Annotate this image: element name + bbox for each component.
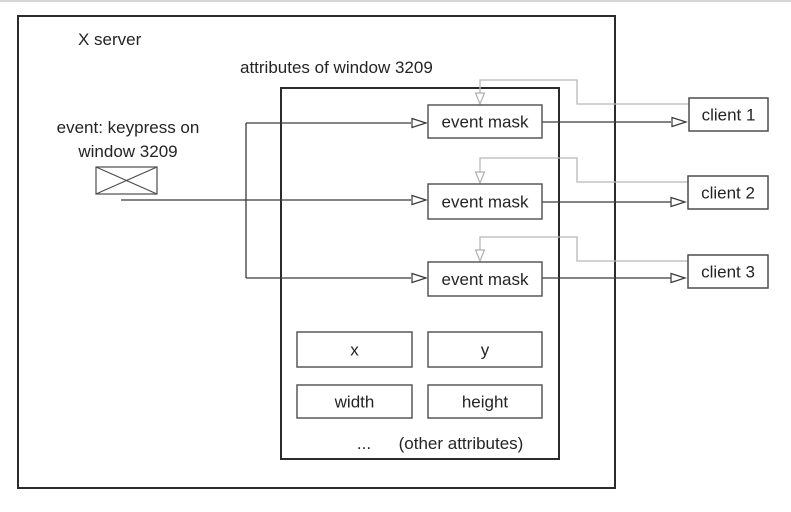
event-mask-box-1	[427, 104, 543, 139]
event-mask-label-3: event mask	[442, 270, 529, 289]
client-label-1: client 1	[702, 106, 756, 125]
client3-mask-set-line	[479, 236, 688, 262]
other-attributes-label: (other attributes)	[399, 434, 524, 453]
client-3: client 3	[687, 254, 769, 289]
client-1: client 1	[688, 97, 769, 132]
attributes-panel-title: attributes of window 3209	[240, 58, 433, 77]
arrowhead-into-mask-3	[411, 272, 428, 284]
client-mask-set-lines	[474, 79, 689, 263]
attr-box-height	[427, 384, 543, 419]
attr-box-y	[427, 331, 543, 368]
gray-arrowhead-mask-2	[474, 171, 486, 185]
mask-to-client-lines	[542, 116, 688, 284]
client-box-2	[687, 175, 769, 210]
client-label-2: client 2	[701, 184, 755, 203]
arrowhead-into-client-1	[671, 116, 688, 128]
attr-box-x	[296, 331, 413, 368]
arrowhead-into-mask-2	[411, 194, 428, 206]
attr-field-height: height	[427, 384, 543, 419]
client-2: client 2	[687, 175, 769, 210]
gray-arrowhead-mask-3	[474, 249, 486, 263]
attr-label-width: width	[334, 393, 375, 412]
event-mask-3: event mask	[427, 261, 543, 297]
event-label-line2: window 3209	[77, 142, 177, 161]
event-mask-1: event mask	[427, 104, 543, 139]
arrowhead-into-client-2	[670, 196, 687, 208]
client2-mask-set-line	[479, 157, 688, 183]
ellipsis-label: ...	[357, 434, 371, 453]
event-mask-box-3	[427, 261, 543, 297]
event-mask-2: event mask	[427, 183, 543, 220]
attr-field-y: y	[427, 331, 543, 368]
x-server-label: X server	[78, 30, 142, 49]
client-box-3	[687, 254, 769, 289]
arrowhead-into-mask-1	[411, 117, 428, 129]
event-mask-box-2	[427, 183, 543, 220]
event-flow-lines	[121, 117, 428, 284]
attr-field-width: width	[296, 384, 413, 419]
client-label-3: client 3	[701, 263, 755, 282]
arrowhead-into-client-3	[670, 272, 687, 284]
envelope-icon	[95, 166, 158, 195]
attr-label-y: y	[481, 341, 490, 360]
attr-box-width	[296, 384, 413, 419]
attr-field-x: x	[296, 331, 413, 368]
gray-arrowhead-mask-1	[474, 92, 486, 106]
event-mask-label-2: event mask	[442, 193, 529, 212]
client1-mask-set-line	[479, 79, 689, 105]
event-mask-label-1: event mask	[442, 113, 529, 132]
event-label-line1: event: keypress on	[57, 118, 200, 137]
attr-label-x: x	[350, 341, 359, 360]
attr-label-height: height	[462, 393, 509, 412]
client-box-1	[688, 97, 769, 132]
